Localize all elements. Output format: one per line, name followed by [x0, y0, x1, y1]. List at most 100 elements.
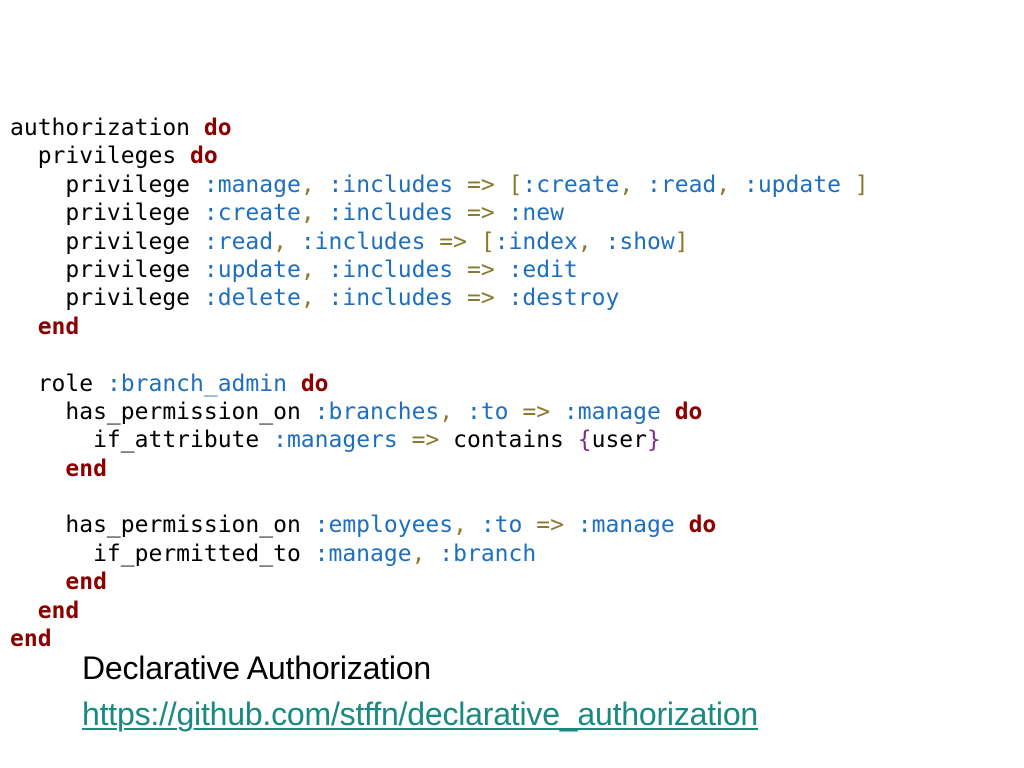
project-link[interactable]: https://github.com/stffn/declarative_aut… [82, 696, 759, 732]
code-token: [ [508, 171, 523, 198]
code-token: , [411, 540, 440, 567]
code-token [10, 456, 65, 482]
caption: Declarative Authorization https://github… [82, 648, 758, 734]
code-token: privileges [10, 143, 191, 170]
code-line: privileges do [10, 142, 869, 170]
code-token: :read [203, 228, 274, 255]
code-token: , [300, 285, 329, 312]
code-token: privilege [10, 228, 204, 255]
code-token: ] [840, 171, 869, 198]
code-token: :includes [328, 200, 454, 227]
code-token: if_attribute [10, 427, 274, 454]
code-token: => [397, 427, 454, 454]
code-token: :branch [439, 540, 537, 567]
code-token: :new [508, 200, 564, 227]
code-token: end [10, 626, 52, 653]
code-token [675, 512, 689, 538]
code-token: :index [494, 228, 578, 255]
code-line: if_permitted_to :manage, :branch [10, 540, 869, 568]
code-token: :to [466, 398, 509, 425]
code-line: end [10, 568, 869, 596]
code-token: do [674, 398, 703, 425]
code-token: => [508, 398, 564, 425]
code-token: :destroy [508, 285, 620, 312]
code-token: end [65, 455, 107, 482]
code-token [10, 598, 38, 624]
code-token: end [37, 313, 80, 340]
code-line: has_permission_on :branches, :to => :man… [10, 398, 869, 426]
code-token: if_permitted_to [10, 540, 315, 567]
code-token: :branch_admin [106, 370, 287, 397]
code-token: privilege [10, 200, 204, 227]
code-token: , [300, 200, 329, 227]
code-token: , [273, 228, 301, 255]
code-token: :includes [300, 228, 426, 255]
code-token: :employees [314, 512, 454, 539]
code-line: end [10, 455, 869, 483]
code-line [10, 483, 869, 511]
code-token: , [577, 228, 606, 255]
code-token: do [203, 115, 232, 141]
code-token: => [425, 228, 481, 255]
code-token: :create [522, 171, 620, 198]
code-line: if_attribute :managers => contains {user… [10, 426, 869, 454]
code-token: :edit [508, 256, 578, 283]
code-token: ] [674, 228, 689, 255]
code-token: , [453, 512, 481, 539]
code-token: :create [203, 200, 301, 227]
code-token: , [300, 256, 329, 283]
code-token: do [688, 512, 717, 539]
code-token: :manage [577, 512, 675, 539]
code-token: } [647, 427, 661, 454]
code-line: privilege :delete, :includes => :destroy [10, 284, 869, 312]
code-token [10, 314, 38, 340]
code-token: :delete [203, 285, 301, 312]
code-token: privilege [10, 256, 204, 283]
code-token: privilege [10, 171, 204, 198]
code-token: :manage [563, 398, 661, 425]
code-token: :includes [328, 171, 454, 198]
code-line: end [10, 313, 869, 341]
code-token: :manage [314, 540, 412, 567]
code-token: , [300, 171, 329, 198]
code-token: :branches [314, 398, 440, 425]
code-token: :managers [273, 427, 398, 454]
code-token: user [591, 427, 647, 454]
code-token: do [190, 143, 218, 170]
code-token: { [577, 427, 592, 454]
code-token [287, 371, 301, 397]
code-token [10, 569, 65, 595]
code-block: authorization do privileges do privilege… [10, 114, 869, 653]
code-token: => [453, 171, 509, 198]
code-token: => [453, 200, 509, 227]
code-token: => [453, 285, 509, 312]
code-line: end [10, 625, 869, 653]
code-token: [ [480, 228, 495, 255]
code-token: end [65, 569, 107, 596]
code-token: , [619, 171, 648, 198]
code-token: => [453, 256, 509, 283]
code-token: end [37, 597, 80, 624]
code-token: do [300, 370, 329, 397]
caption-title: Declarative Authorization [82, 650, 431, 686]
code-token: :update [743, 171, 841, 198]
code-token: authorization [10, 115, 204, 141]
code-token: :manage [203, 171, 301, 198]
code-token: :to [480, 512, 523, 539]
code-token: , [439, 398, 467, 425]
code-line: authorization do [10, 114, 869, 142]
code-token: :includes [328, 256, 454, 283]
code-line: role :branch_admin do [10, 370, 869, 398]
code-line: privilege :read, :includes => [:index, :… [10, 228, 869, 256]
code-token: privilege [10, 285, 204, 312]
code-token [661, 399, 675, 425]
code-line: has_permission_on :employees, :to => :ma… [10, 511, 869, 539]
code-token: has_permission_on [10, 398, 315, 425]
code-line: privilege :manage, :includes => [:create… [10, 171, 869, 199]
code-line [10, 341, 869, 369]
code-line: privilege :create, :includes => :new [10, 199, 869, 227]
code-line: privilege :update, :includes => :edit [10, 256, 869, 284]
code-token: :show [605, 228, 675, 255]
code-token: => [522, 512, 578, 539]
code-token: role [10, 370, 107, 397]
